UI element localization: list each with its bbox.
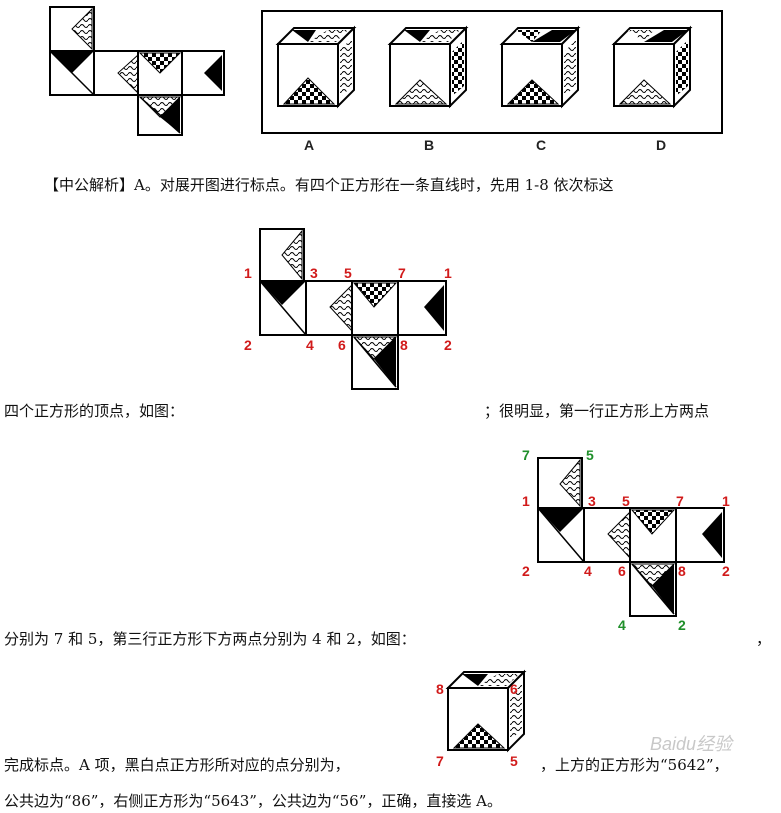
- net1-label-3: 3: [310, 265, 318, 281]
- para-2-left: 四个正方形的顶点，如图：: [4, 402, 185, 420]
- net2-label-4-green: 4: [618, 617, 626, 633]
- cube-option-a: [275, 25, 357, 109]
- net2-label-1-right: 1: [722, 493, 730, 509]
- cube-label-8: 8: [436, 681, 444, 697]
- net2-label-6: 6: [618, 563, 626, 579]
- net2-label-1: 1: [522, 493, 530, 509]
- net1-label-1-right: 1: [444, 265, 452, 281]
- para-2-right: ；很明显，第一行正方形上方两点: [484, 402, 710, 420]
- labeled-net-2: 7 5 1 3 5 7 1 2 4 6 8 2 4 2: [522, 447, 730, 633]
- net1-label-6: 6: [338, 337, 346, 353]
- net2-label-7-green: 7: [522, 447, 530, 463]
- para-4-left: 完成标点。A 项，黑白点正方形所对应的点分别为，: [4, 756, 350, 774]
- net1-label-1: 1: [244, 265, 252, 281]
- option-label-c: C: [536, 137, 546, 153]
- options-box: [261, 10, 723, 134]
- net1-label-4: 4: [306, 337, 314, 353]
- cube-option-d: [611, 25, 693, 109]
- net2-label-5-green: 5: [586, 447, 594, 463]
- cube-option-b: [387, 25, 469, 109]
- net2-label-8: 8: [678, 563, 686, 579]
- labeled-cube: 8 6 7 5: [436, 669, 527, 769]
- net1-label-5: 5: [344, 265, 352, 281]
- para-4-right: ，上方的正方形为“5642”，: [540, 756, 729, 774]
- net1-label-2: 2: [244, 337, 252, 353]
- net2-label-7: 7: [676, 493, 684, 509]
- net1-label-8: 8: [400, 337, 408, 353]
- option-label-b: B: [424, 137, 434, 153]
- net2-label-4: 4: [584, 563, 592, 579]
- cube-label-7: 7: [436, 753, 444, 769]
- para-5: 公共边为“86”，右侧正方形为“5643”，公共边为“56”，正确，直接选 A。: [4, 792, 502, 810]
- net2-label-2: 2: [522, 563, 530, 579]
- cube-option-c: [499, 25, 581, 109]
- cube-label-5: 5: [510, 753, 518, 769]
- para-1: 【中公解析】A。对展开图进行标点。有四个正方形在一条直线时，先用 1-8 依次标…: [44, 176, 614, 194]
- net2-label-3: 3: [588, 493, 596, 509]
- para-3: 分别为 7 和 5，第三行正方形下方两点分别为 4 和 2，如图：: [4, 630, 416, 648]
- net2-label-5: 5: [622, 493, 630, 509]
- option-label-a: A: [304, 137, 314, 153]
- net2-label-2-green: 2: [678, 617, 686, 633]
- net2-label-2-right: 2: [722, 563, 730, 579]
- option-cubes: A B C D: [275, 25, 693, 153]
- labeled-net-1: 1 3 5 7 1 2 4 6 8 2: [244, 228, 452, 390]
- cube-label-6: 6: [510, 681, 518, 697]
- para-3-comma: ，: [756, 630, 772, 648]
- net1-label-2-right: 2: [444, 337, 452, 353]
- watermark: Baidu经验: [650, 734, 733, 754]
- option-label-d: D: [656, 137, 666, 153]
- net1-label-7: 7: [398, 265, 406, 281]
- question-net: [49, 6, 225, 136]
